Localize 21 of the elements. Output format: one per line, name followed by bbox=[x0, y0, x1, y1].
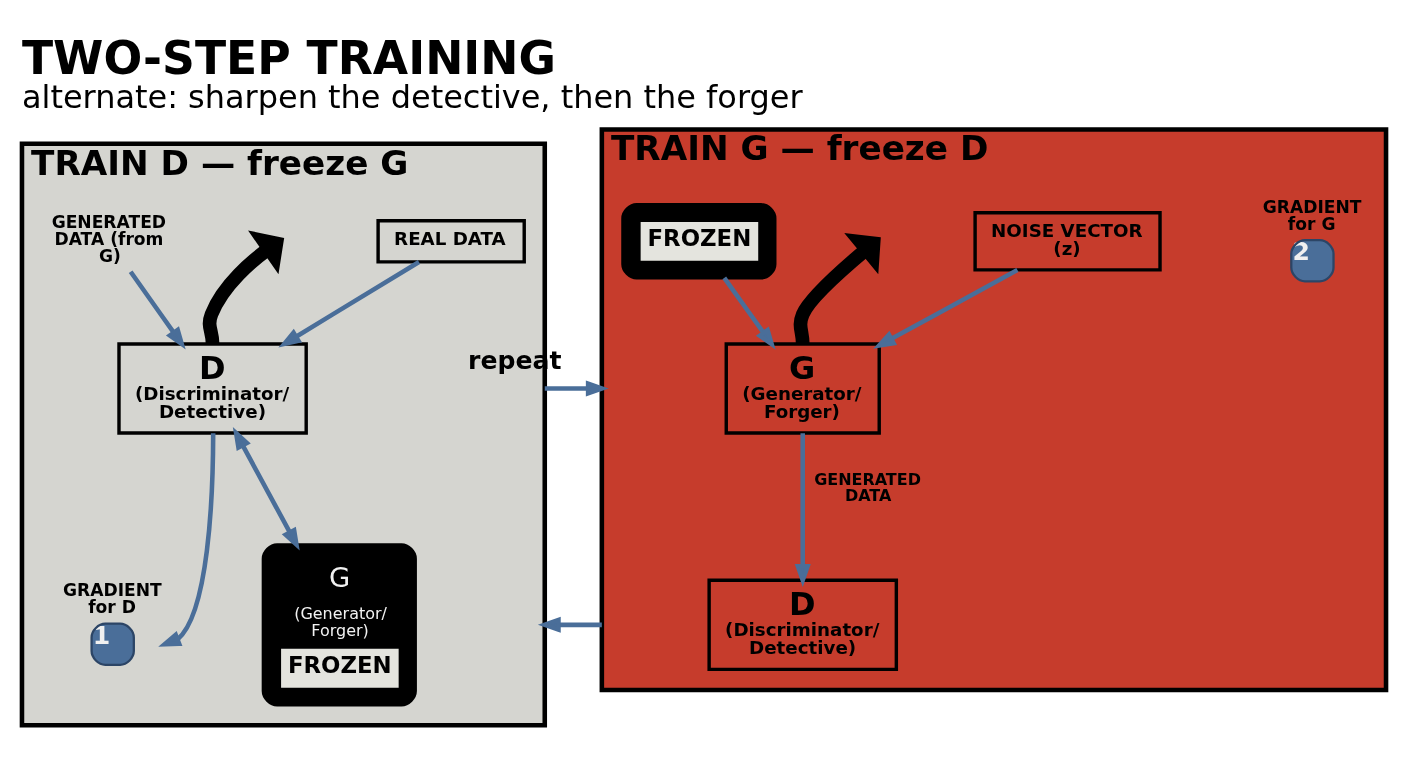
node-box: G (Generator/ Forger) FROZEN bbox=[261, 543, 417, 707]
node-box: D (Discriminator/ Detective) bbox=[707, 578, 899, 672]
node-text: GENERATED DATA (from G) bbox=[51, 212, 167, 267]
node-box: REAL DATA bbox=[376, 219, 526, 264]
arrow bbox=[794, 433, 811, 587]
edge-label: GENERATED DATA bbox=[814, 469, 921, 505]
arrow bbox=[278, 260, 421, 348]
node-box: NOISE VECTOR (z) bbox=[973, 211, 1162, 272]
arrow bbox=[128, 270, 186, 350]
arrow bbox=[537, 616, 602, 633]
node-label: GRADIENT for G bbox=[1262, 196, 1362, 234]
arrow bbox=[158, 433, 216, 647]
arrow bbox=[722, 276, 776, 350]
arrow bbox=[873, 267, 1019, 349]
node-box: FROZEN bbox=[621, 203, 777, 280]
node-box: G (Generator/ Forger) bbox=[724, 342, 881, 435]
node-label: GRADIENT for D bbox=[63, 580, 162, 618]
arrow bbox=[202, 230, 285, 345]
arrow bbox=[544, 380, 609, 397]
node-box: D (Discriminator/ Detective) bbox=[117, 342, 308, 435]
arrow bbox=[232, 427, 300, 551]
